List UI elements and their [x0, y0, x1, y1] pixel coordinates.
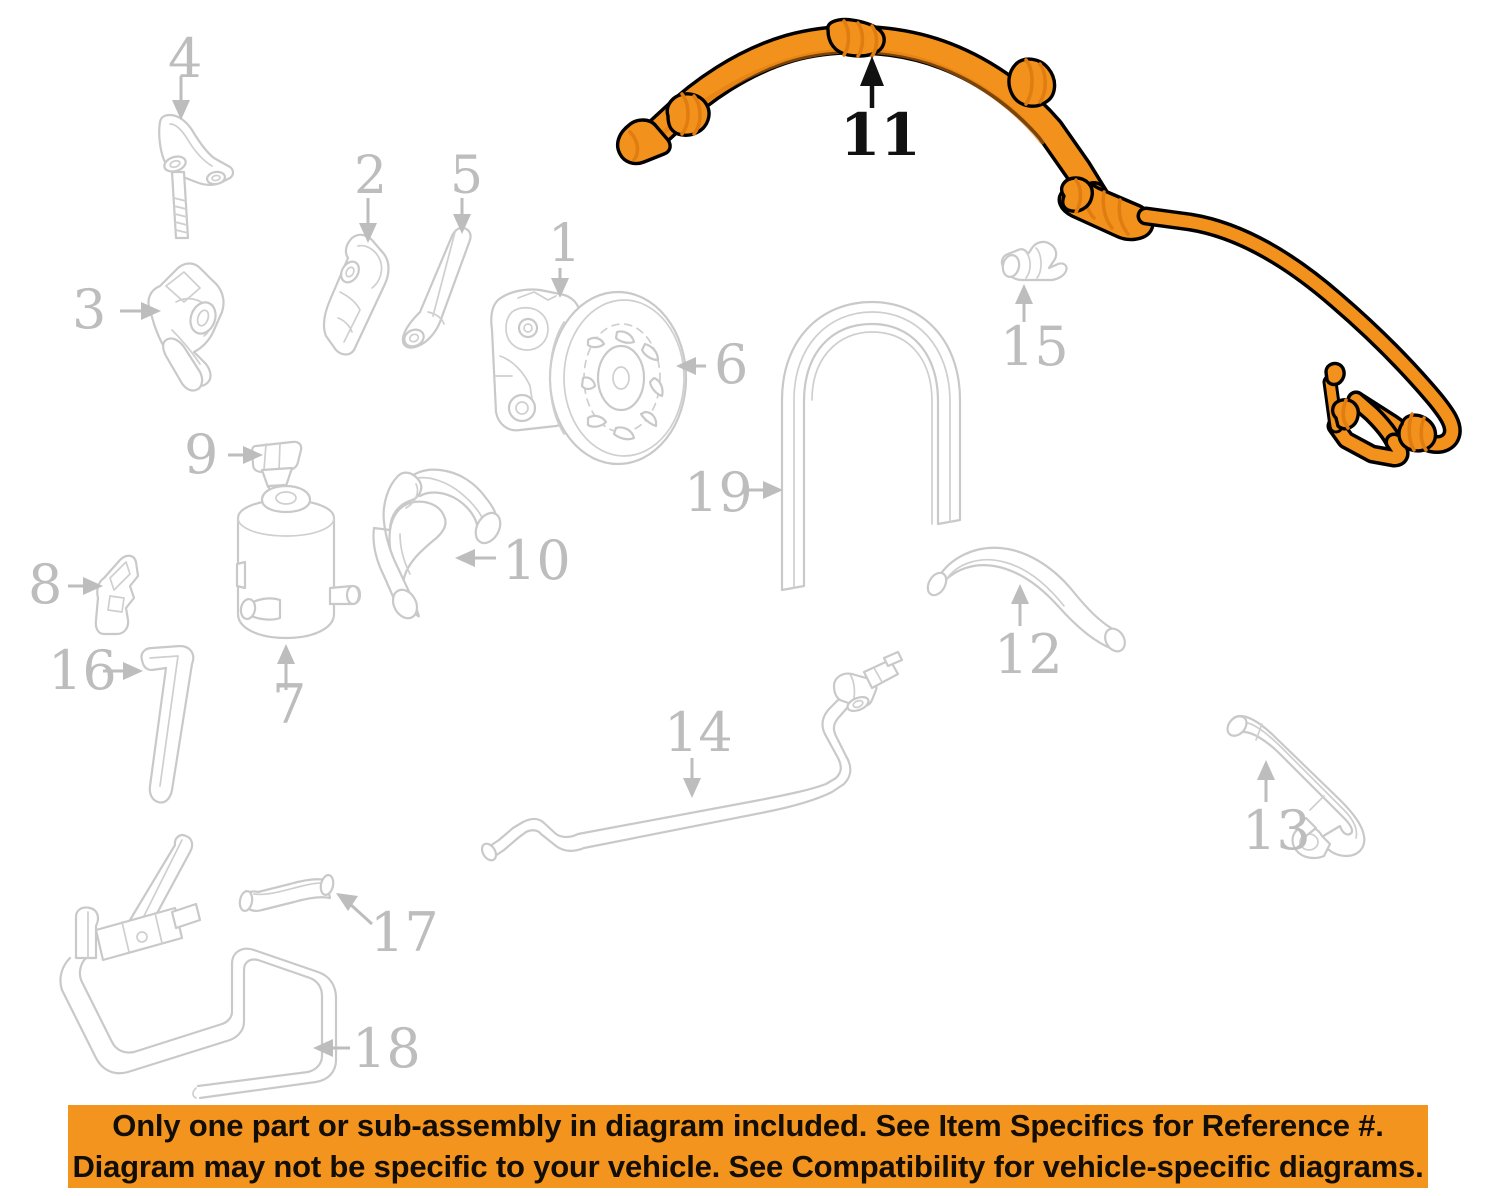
part-12-return-hose: [926, 546, 1126, 653]
callout-label-9: 9: [184, 423, 219, 486]
part-8-reservoir-bracket: [68, 554, 140, 636]
part-10-suction-hose: [372, 468, 502, 620]
disclaimer-banner: Only one part or sub-assembly in diagram…: [68, 1105, 1428, 1188]
part-6-pump-pulley: [548, 290, 706, 466]
callout-label-10: 10: [502, 529, 571, 592]
part-7-fluid-reservoir: [235, 484, 362, 690]
part-14-return-line: [480, 650, 904, 862]
callout-label-17: 17: [370, 901, 439, 964]
part-16-feed-tube: [103, 644, 195, 804]
callout-label-1: 1: [548, 214, 582, 274]
part-2-mounting-bracket: [322, 198, 390, 356]
callout-label-4: 4: [168, 27, 203, 90]
callout-label-8: 8: [28, 553, 63, 616]
callout-label-11: 11: [840, 101, 921, 169]
callout-label-16: 16: [48, 639, 117, 702]
callout-label-2: 2: [354, 146, 388, 206]
disclaimer-line-1: Only one part or sub-assembly in diagram…: [112, 1107, 1384, 1143]
part-11-pressure-hose-assembly: [615, 17, 1462, 468]
part-3-support-bracket: [120, 262, 225, 392]
part-18-fluid-cooler: [59, 834, 350, 1100]
part-5-tensioner-arm: [401, 198, 472, 349]
part-13-cooler-hose: [1226, 714, 1366, 860]
callout-label-13: 13: [1242, 799, 1311, 862]
line-crimp-hook: [1330, 398, 1360, 431]
callout-label-7: 7: [272, 673, 307, 736]
callout-11-arrowhead: [860, 56, 884, 86]
callout-label-14: 14: [664, 701, 733, 764]
disclaimer-line-2: Diagram may not be specific to your vehi…: [72, 1148, 1424, 1184]
hose-crimp-left: [665, 92, 711, 137]
callout-label-15: 15: [1000, 315, 1069, 378]
part-19-drive-belt: [746, 300, 962, 592]
callout-label-6: 6: [714, 333, 749, 396]
callout-label-3: 3: [72, 278, 107, 341]
callout-label-18: 18: [352, 1017, 421, 1080]
part-15-valve-fitting: [1000, 240, 1068, 322]
callout-label-5: 5: [450, 146, 484, 206]
hose-crimp-top: [826, 17, 886, 58]
part-17-connector-hose: [238, 874, 374, 926]
hose-crimp-right: [1007, 57, 1057, 108]
callout-label-12: 12: [994, 623, 1063, 686]
part-4-adjusting-bracket: [158, 76, 235, 240]
callout-label-19: 19: [684, 461, 753, 524]
line-crimp-lower: [1397, 412, 1438, 453]
